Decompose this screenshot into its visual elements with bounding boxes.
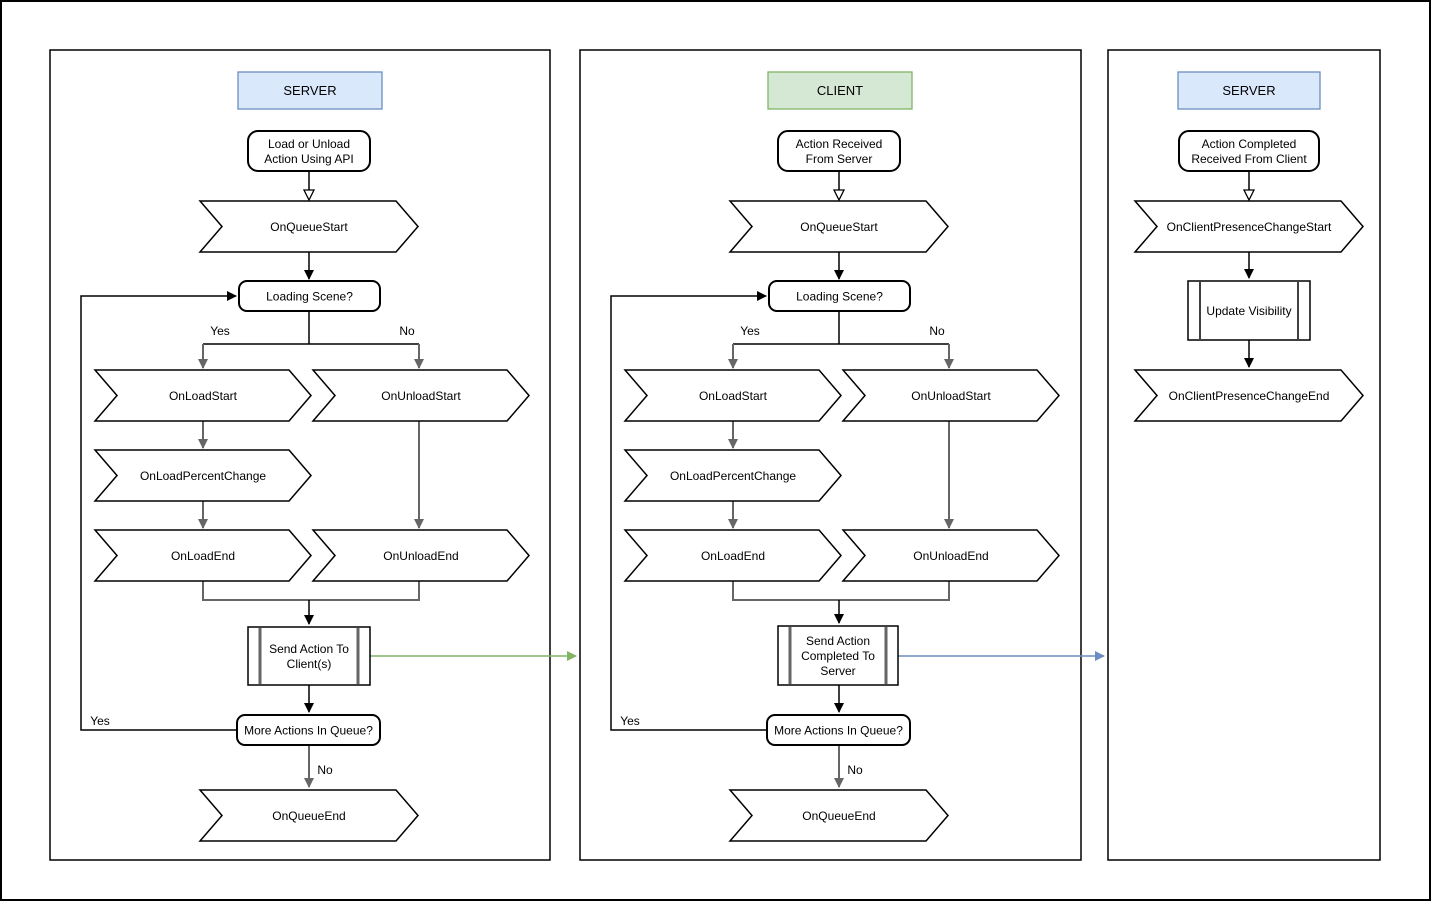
node-label-server-more-actions: More Actions In Queue? — [244, 724, 373, 738]
node-client-onqueuestart: OnQueueStart — [728, 200, 949, 253]
node-server-onqueuestart: OnQueueStart — [198, 200, 419, 253]
label-server-branch-no: No — [399, 324, 415, 338]
node-label-client-onqueuestart: OnQueueStart — [800, 220, 878, 234]
node-label-server-onqueuestart: OnQueueStart — [270, 220, 348, 234]
edge-c-merge-right — [839, 581, 950, 601]
node-label-client-onloadend: OnLoadEnd — [701, 549, 765, 563]
lane-server-right — [1107, 49, 1381, 861]
label-client-branch-no: No — [929, 324, 945, 338]
node-client-onunloadstart: OnUnloadStart — [841, 369, 1060, 422]
node-label-header-server-left: SERVER — [283, 83, 336, 98]
node-label-server-onloadpercentchange: OnLoadPercentChange — [140, 469, 266, 483]
node-label-server-onqueueend: OnQueueEnd — [272, 809, 345, 823]
node-label-server-loading-scene: Loading Scene? — [266, 290, 353, 304]
node-server-more-actions: More Actions In Queue? — [236, 714, 381, 746]
node-server-onunloadend: OnUnloadEnd — [311, 529, 530, 582]
node-label-client-onloadstart: OnLoadStart — [699, 389, 768, 403]
node-label-client-more-actions: More Actions In Queue? — [774, 724, 903, 738]
node-label-client-onloadpercentchange: OnLoadPercentChange — [670, 469, 796, 483]
node-label-server-onunloadend: OnUnloadEnd — [383, 549, 458, 563]
node-label-server-onloadstart: OnLoadStart — [169, 389, 238, 403]
edge-s1-yes-loop — [80, 291, 237, 731]
label-server-exit-no: No — [317, 763, 333, 777]
node-label-client-loading-scene: Loading Scene? — [796, 290, 883, 304]
node-server2-update-visibility: Update Visibility — [1187, 280, 1311, 341]
node-client-onqueueend: OnQueueEnd — [728, 789, 949, 842]
label-server-loop-yes: Yes — [90, 714, 110, 728]
node-client-onunloadend: OnUnloadEnd — [841, 529, 1060, 582]
node-label-server2-presence-start: OnClientPresenceChangeStart — [1167, 220, 1332, 234]
edge-s1-merge-left — [202, 581, 309, 601]
node-header-server-left: SERVER — [237, 71, 383, 110]
node-client-loading-scene: Loading Scene? — [768, 280, 911, 312]
label-server-branch-yes: Yes — [210, 324, 230, 338]
node-header-client: CLIENT — [767, 71, 913, 110]
node-server-loading-scene: Loading Scene? — [238, 280, 381, 312]
node-server-onqueueend: OnQueueEnd — [198, 789, 419, 842]
edge-c-yes-loop — [610, 291, 767, 731]
node-label-client-onunloadend: OnUnloadEnd — [913, 549, 988, 563]
node-label-client-onunloadstart: OnUnloadStart — [911, 389, 991, 403]
node-server2-presence-start: OnClientPresenceChangeStart — [1133, 200, 1364, 253]
node-label-server2-presence-end: OnClientPresenceChangeEnd — [1169, 389, 1330, 403]
node-header-server-right: SERVER — [1177, 71, 1321, 110]
node-client-more-actions: More Actions In Queue? — [766, 714, 911, 746]
edge-c-merge-left — [732, 581, 839, 601]
node-server-onloadstart: OnLoadStart — [93, 369, 312, 422]
lane-server-left — [49, 49, 551, 861]
node-label-client-onqueueend: OnQueueEnd — [802, 809, 875, 823]
node-label-header-server-right: SERVER — [1222, 83, 1275, 98]
label-client-loop-yes: Yes — [620, 714, 640, 728]
lane-client — [579, 49, 1082, 861]
node-server-onunloadstart: OnUnloadStart — [311, 369, 530, 422]
node-label-server-onunloadstart: OnUnloadStart — [381, 389, 461, 403]
node-server2-presence-end: OnClientPresenceChangeEnd — [1133, 369, 1364, 422]
node-client-onloadpercentchange: OnLoadPercentChange — [623, 449, 842, 502]
node-client-onloadend: OnLoadEnd — [623, 529, 842, 582]
node-label-server2-update-visibility: Update Visibility — [1206, 304, 1291, 318]
label-client-branch-yes: Yes — [740, 324, 760, 338]
node-server-onloadpercentchange: OnLoadPercentChange — [93, 449, 312, 502]
node-client-onloadstart: OnLoadStart — [623, 369, 842, 422]
label-client-exit-no: No — [847, 763, 863, 777]
node-label-server-onloadend: OnLoadEnd — [171, 549, 235, 563]
node-server-onloadend: OnLoadEnd — [93, 529, 312, 582]
node-label-header-client: CLIENT — [817, 83, 863, 98]
edge-s1-merge-right — [309, 581, 420, 601]
